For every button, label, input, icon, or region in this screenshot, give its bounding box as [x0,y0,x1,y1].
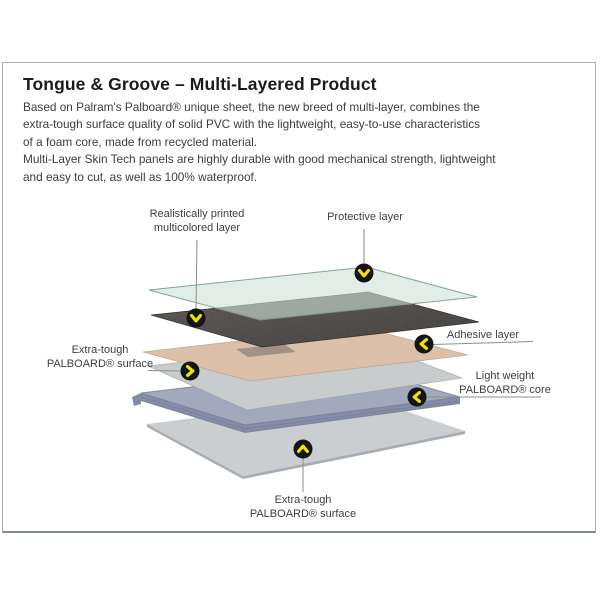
marker-circle [186,308,206,328]
chevron-up-icon [297,444,309,453]
label-line: PALBOARD® core [459,383,551,396]
label-line: PALBOARD® surface [46,357,154,370]
label-line: Extra-tough [71,344,129,356]
marker-printed [186,308,206,328]
page-title: Tongue & Groove – Multi-Layered Product [23,74,377,94]
intro-line: extra-tough surface quality of solid PVC… [23,117,481,132]
label-line: Adhesive layer [446,329,520,341]
chevron-down-icon [358,269,370,278]
label-protective-layer: Protective layer [295,211,435,225]
intro-line: Multi-Layer Skin Tech panels are highly … [23,152,496,167]
label-printed-layer: Realistically printed multicolored layer [117,208,277,235]
callout-line-adhesive [432,341,534,345]
label-surface-bottom: Extra-tough PALBOARD® surface [223,494,383,521]
callout-line-surface-top [147,370,181,372]
intro-text: Based on Palram's Palboard® unique sheet… [23,99,496,186]
layer-protective-face [149,267,477,320]
intro-line: Based on Palram's Palboard® unique sheet… [23,100,480,114]
chevron-left-icon [419,338,428,350]
label-line: Realistically printed [149,208,245,220]
marker-core [407,387,427,407]
layer-protective-outline [148,266,478,321]
marker-circle [354,263,374,283]
label-line: PALBOARD® surface [249,507,357,520]
marker-circle [414,334,434,354]
label-adhesive-layer: Adhesive layer [423,329,543,343]
label-core-layer: Light weight PALBOARD® core [435,370,575,397]
callout-lines [147,229,541,492]
marker-circle [293,439,313,459]
layer-surface-bottom-edge [147,424,243,479]
marker-surface-top [180,361,200,381]
printed-layer-shadow [236,344,296,357]
label-line: multicolored layer [153,221,241,234]
label-surface-top: Extra-tough PALBOARD® surface [20,344,180,371]
layer-adhesive-face [143,327,468,381]
callout-line-printed [195,239,198,310]
chevron-down-icon [190,314,202,323]
core-groove-line [140,396,461,430]
label-line: Protective layer [327,211,403,223]
core-groove-line [140,399,461,433]
label-line: Extra-tough [274,494,332,506]
marker-protective [354,263,374,283]
chevron-right-icon [186,365,195,377]
marker-circle [407,387,427,407]
marker-surface-bottom [293,439,313,459]
layer-surface-bottom-edge [243,431,465,479]
marker-circle [180,361,200,381]
intro-line: and easy to cut, as well as 100% waterpr… [23,169,258,184]
chevron-left-icon [412,391,421,403]
intro-line: of a foam core, made from recycled mater… [23,134,258,149]
core-tongue [132,393,141,406]
marker-adhesive [414,334,434,354]
label-line: Light weight [475,370,535,382]
